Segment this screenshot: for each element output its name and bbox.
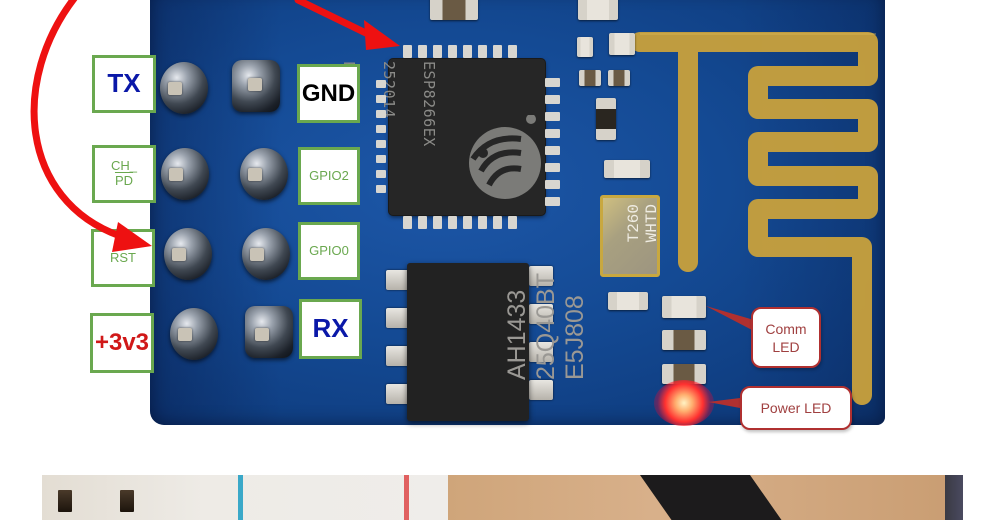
smd-capacitor-top-1 <box>430 0 478 20</box>
header-pin-gpio0 <box>242 228 290 280</box>
smd-resistor-2 <box>608 70 630 86</box>
breadboard-red-rail <box>404 475 409 520</box>
smd-resistor-led-2 <box>662 364 706 384</box>
smd-resistor-led-1 <box>662 330 706 350</box>
header-pin-rst <box>164 228 212 280</box>
header-pin-ch-pd <box>161 148 209 200</box>
smd-capacitor-3 <box>604 160 650 178</box>
pin-label-ch-pd: CH_ PD <box>92 145 156 203</box>
breadboard <box>42 475 448 520</box>
smd-component-left <box>608 292 648 310</box>
espressif-logo-icon <box>469 115 541 199</box>
smd-capacitor-top-2 <box>578 0 618 20</box>
smd-led-comm <box>662 296 706 318</box>
cardboard-background <box>448 475 963 520</box>
smd-resistor-1 <box>579 70 601 86</box>
header-pin-gpio2 <box>240 148 288 200</box>
header-pin-vcc <box>170 308 218 360</box>
smd-resistor-top-4 <box>609 33 635 55</box>
power-led-glow <box>654 380 714 426</box>
callout-power-led: Power LED <box>740 386 852 430</box>
smd-diode <box>596 98 616 140</box>
callout-comm-led: Comm LED <box>751 307 821 368</box>
header-pin-rx <box>245 306 293 358</box>
breadboard-hole <box>58 490 72 512</box>
esp8266-chip: ESP8266EX 252014 P0HY54 <box>340 59 545 215</box>
pin-label-gpio0: GPIO0 <box>298 222 360 280</box>
pin-label-tx: TX <box>92 55 156 113</box>
header-pin-gnd <box>232 60 280 112</box>
pin-label-vcc: +3v3 <box>90 313 154 373</box>
smd-resistor-top-3 <box>577 37 593 57</box>
breadboard-photo-strip <box>42 475 963 520</box>
header-pin-tx <box>160 62 208 114</box>
breadboard-blue-rail <box>238 475 243 520</box>
pin-label-gnd: GND <box>297 64 360 123</box>
pin-label-gpio2: GPIO2 <box>298 147 360 205</box>
black-cable <box>625 475 821 520</box>
pin-label-rx: RX <box>299 299 362 359</box>
pin-label-rst: RST <box>91 229 155 287</box>
breadboard-hole <box>120 490 134 512</box>
